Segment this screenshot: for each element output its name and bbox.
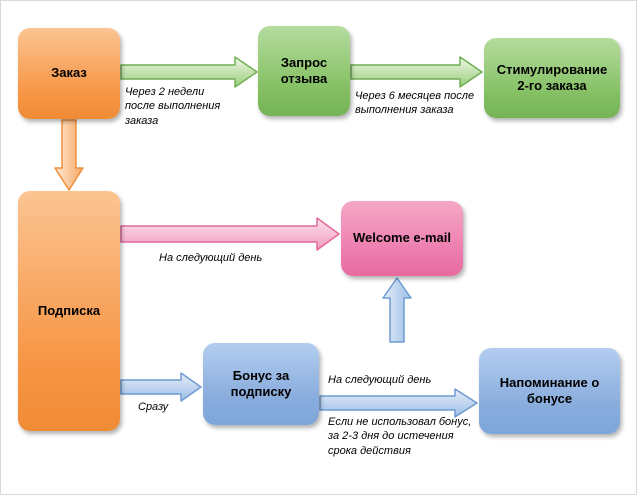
edge-label-bonus-to-reminder: Если не использовал бонус, за 2-3 дня до… — [328, 416, 472, 457]
edge-label-subscription-to-welcome: На следующий день — [159, 252, 263, 264]
edge-label-review-to-second-order: Через 6 месяцев после выполнения заказа — [355, 90, 475, 117]
arrow-review-to-second-order — [350, 56, 483, 88]
node-second-order-stimulation: Стимулирование 2-го заказа — [484, 38, 620, 118]
arrow-bonus-to-welcome — [382, 277, 412, 343]
node-bonus-reminder: Напоминание о бонусе — [479, 348, 620, 434]
edge-label-subscription-to-bonus: Сразу — [138, 401, 169, 413]
edge-label-order-to-review: Через 2 недели после выполнения заказа — [125, 86, 221, 127]
node-review-request: Запрос отзыва — [258, 26, 350, 116]
arrow-order-to-subscription — [54, 119, 84, 191]
node-welcome-email: Welcome e-mail — [341, 201, 463, 276]
arrow-subscription-to-welcome — [120, 217, 340, 251]
node-subscription-bonus: Бонус за подписку — [203, 343, 319, 425]
node-subscription: Подписка — [18, 191, 120, 431]
arrow-bonus-to-reminder — [319, 388, 478, 418]
arrow-subscription-to-bonus — [120, 372, 202, 402]
edge-label-bonus-to-welcome: На следующий день — [328, 374, 432, 386]
node-order: Заказ — [18, 28, 120, 119]
arrow-order-to-review-request — [120, 56, 258, 88]
